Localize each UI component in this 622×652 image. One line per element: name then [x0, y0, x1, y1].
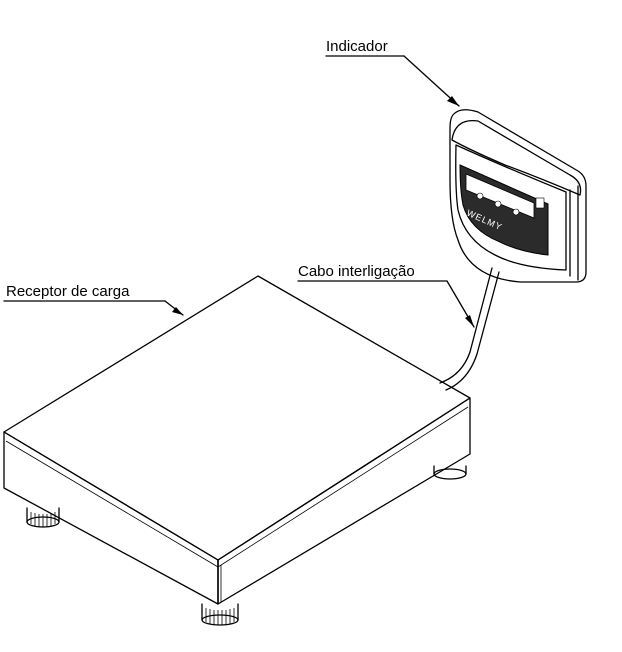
indicator-button-3 [512, 208, 520, 216]
label-receiver-group: Receptor de carga [3, 283, 184, 316]
cable-edge-left [439, 267, 493, 384]
foot-front-center-ribs [205, 608, 235, 625]
indicator-housing [449, 109, 587, 283]
interconnect-cable [439, 267, 500, 391]
label-indicator: Indicador [326, 38, 388, 55]
indicator-device: WELMY [449, 109, 587, 283]
indicator-side-key [535, 197, 545, 209]
foot-rear-right [433, 468, 467, 480]
label-cable-group: Cabo interligação [297, 263, 475, 328]
arrowhead-cable [465, 315, 474, 327]
indicator-top-cap [451, 119, 582, 196]
indicator-lcd-window [465, 173, 535, 219]
arrowhead-indicator [447, 96, 459, 106]
label-indicator-group: Indicador [325, 38, 460, 107]
cable-edge-right [445, 271, 500, 391]
scale-feet [26, 465, 467, 626]
foot-front-center [201, 614, 239, 626]
platform-bevel-line [5, 406, 469, 568]
indicator-front-face [455, 144, 567, 271]
foot-front-center-sides [201, 603, 239, 621]
arrowhead-receiver [172, 307, 183, 315]
platform-right-face [217, 397, 471, 605]
label-receiver: Receptor de carga [6, 283, 130, 300]
foot-front-left-sides [26, 507, 60, 523]
foot-front-left-ribs [30, 512, 56, 527]
platform-top-face [3, 275, 471, 561]
indicator-button-2 [494, 200, 502, 208]
foot-rear-right-sides [433, 465, 467, 475]
leader-indicator-arrow [403, 55, 460, 107]
label-cable: Cabo interligação [298, 263, 415, 280]
load-receiver-platform [3, 275, 471, 605]
indicator-button-1 [476, 192, 484, 200]
